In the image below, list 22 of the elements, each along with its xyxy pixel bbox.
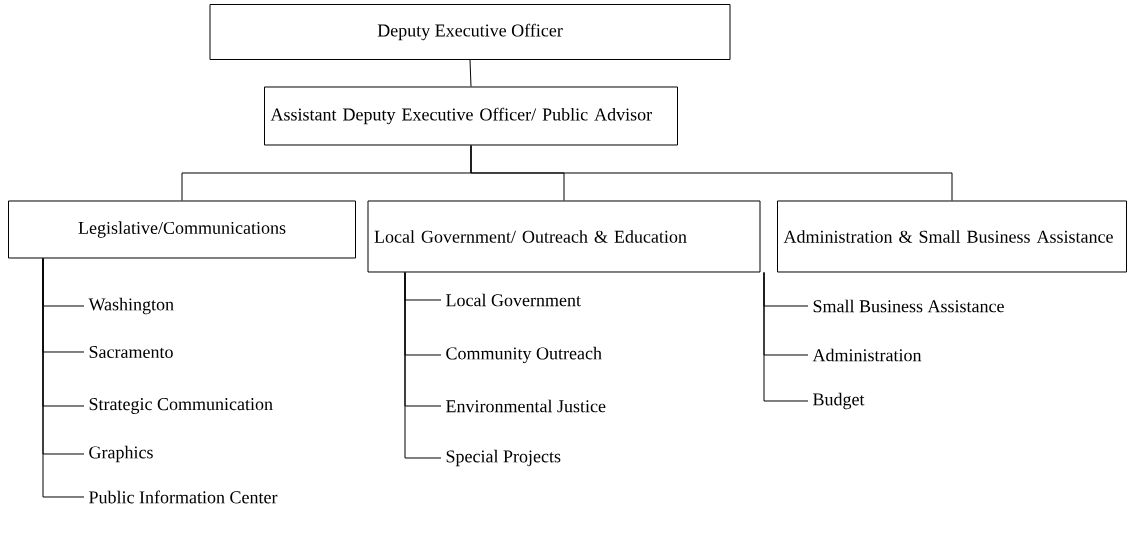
org-box: Legislative/Communications: [8, 200, 356, 259]
org-box: Deputy Executive Officer: [209, 4, 731, 60]
unit-label: Local Government: [446, 293, 581, 307]
unit-label: Budget: [813, 392, 865, 410]
connector-line: [763, 272, 809, 402]
unit-label: Administration: [812, 348, 922, 362]
unit-label: Graphics: [89, 445, 153, 463]
connector-line: [42, 258, 85, 498]
unit-label: Strategic Communication: [89, 398, 273, 414]
unit-label: Small Business Assistance: [813, 299, 1004, 313]
connector-line: [404, 272, 442, 459]
unit-label: Washington: [88, 297, 174, 315]
unit-label: Sacramento: [89, 345, 173, 359]
unit-label: Environmental Justice: [446, 399, 606, 413]
org-box: Administration & Small Business Assistance: [777, 200, 1127, 273]
connector-line: [470, 145, 953, 201]
unit-label: Community Outreach: [446, 346, 602, 364]
org-box: Assistant Deputy Executive Officer/ Public Advisor: [264, 86, 678, 146]
connector-line: [469, 59, 472, 87]
unit-label: Special Projects: [446, 449, 561, 467]
unit-label: Public Information Center: [89, 490, 278, 504]
org-box: Local Government/ Outreach & Education: [367, 200, 761, 273]
